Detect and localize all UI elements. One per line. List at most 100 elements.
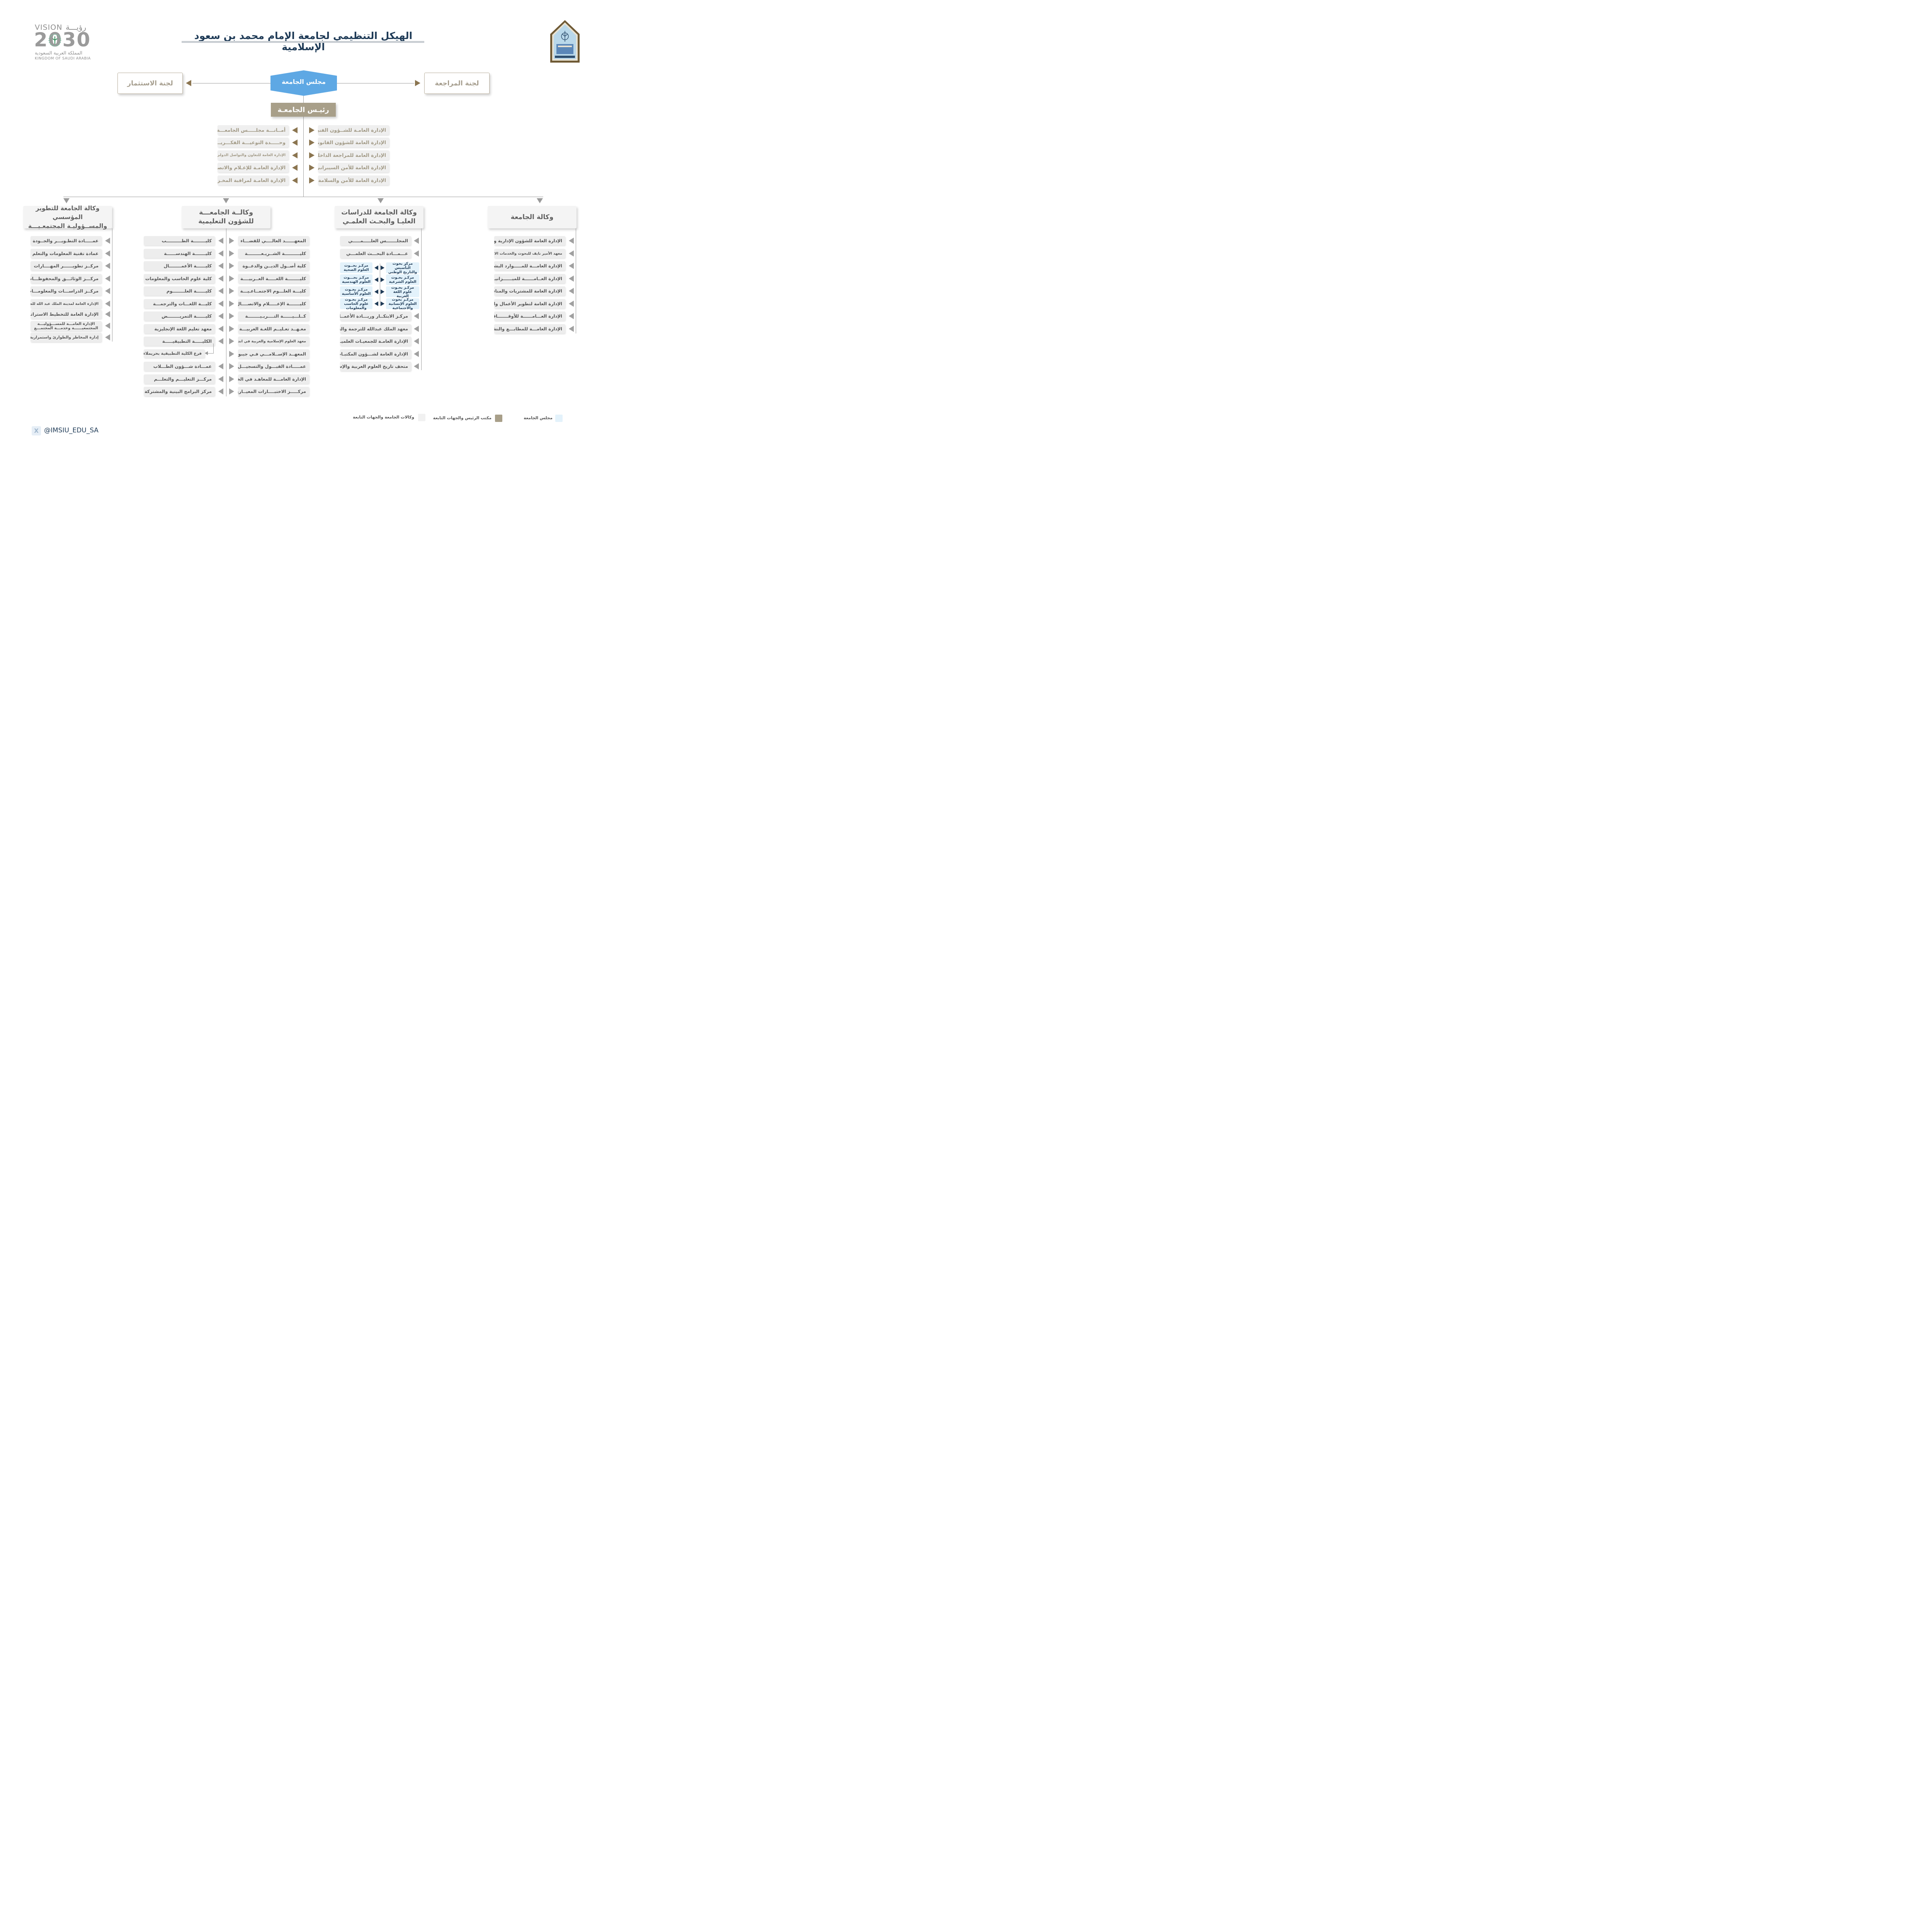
research-center-box: مركـز بحـوث العلوم الشرعية [386,274,419,285]
education-agency-unit: كليـــة اللغـــات والترجمـــة [144,299,215,308]
education-agency-unit: كليــــــة العلــــــــوم [144,286,215,296]
university-agency-unit: الإدارة العامة للمشتريات والمنافسات [494,286,565,296]
palm-emblem-icon [48,34,61,47]
arrow-left-icon [414,313,419,319]
university-logo-icon [550,20,580,63]
agency-education-title-line2: للشؤون التعليمية [198,218,254,225]
university-agency-unit: الإدارة العامة للشؤون الإدارية والمالية [494,236,565,245]
arrow-left-icon [105,238,110,244]
president-office-right-item: الإدارة العامـة للشــؤون الفنيـة [318,125,389,135]
arrow-left-icon [374,265,378,270]
arrow-left-icon [292,139,298,146]
branch-connector-line [213,344,214,353]
education-agency-unit: مركز البرامج البينية والمشتركة [144,387,215,396]
legend-label-agencies: وكالات الجامعة والجهات التابعة [353,415,414,420]
agency-development-title-line2: والمســؤوليـة المجتمعـيـــة [28,222,107,230]
arrow-right-icon [229,263,234,269]
university-agency-unit: الإدارة العــامــــــة للميــــــزانيـــ… [494,274,565,283]
president-office-right-item: الإدارة العامة للمراجعة الداخلية [318,150,389,160]
agency-university-header: وكالة الجامعة [488,206,577,228]
legend-label-council: مجلس الجامعة [524,416,553,420]
arrow-left-icon [569,288,574,294]
education-agency-unit: كليـــــــة الإعـــــلام والاتصــــال [238,299,309,308]
research-center-box: مركـز بحـوث علوم الحاسب والمعلومات [340,298,372,310]
arrow-down-icon [537,198,543,203]
agency-graduate-header: وكالة الجامعة للدراسات العليـا والبحـث ا… [335,206,423,228]
spine-line [303,96,304,197]
arrow-left-icon [105,334,110,340]
arrow-right-icon [229,376,234,382]
education-agency-unit: معـهــد تعـليــم اللغـة العربيـــة [238,324,309,333]
title-underline [182,41,424,43]
arrow-left-icon [218,301,223,307]
development-agency-unit: الإدارة العامة للتخطيط الاستراتيجــي [31,310,102,319]
arrow-right-icon [415,80,420,86]
education-agency-unit: كليــــــــة الطــــــــــب [144,236,215,245]
research-center-box: مركز بحوث التأسيس والتاريخ الوطني [386,262,419,274]
education-agency-unit: معهد العلوم الإسلامية والعربية في اندوني… [238,337,309,346]
president-office-left-item: وحـــــدة التوعيـــة الفكـــريـــة [218,138,289,147]
arrow-left-icon [205,351,208,355]
arrow-left-icon [105,301,110,307]
agency-education-title-line1: وكالــة الجامعـــة [199,209,253,216]
arrow-left-icon [414,351,419,357]
arrow-left-icon [218,288,223,294]
arrow-right-icon [229,250,234,257]
arrow-right-icon [229,313,234,319]
arrow-left-icon [569,250,574,257]
education-agency-unit: فرع الكلية التطبيقية بحريملاء [144,349,205,358]
legend-label-president: مكتب الرئيس والجهات التابعة [433,416,492,420]
education-agency-unit: كليــــــة الأعمــــــــال [144,261,215,270]
arrow-left-icon [374,289,378,294]
arrow-left-icon [569,301,574,307]
arrow-right-icon [229,388,234,395]
development-agency-unit: مركـــز الوثائـــق والمحفوظـــات [31,274,102,283]
legend-swatch-president [495,415,502,422]
arrow-right-icon [229,326,234,332]
page-title: الهيكل التنظيمي لجامعة الإمام محمد بن سع… [194,30,413,53]
education-agency-unit: كليــــــــــة الشــريـعـــــــــة [238,249,309,258]
university-agency-unit: الإدارة العامـــة للمـــــوارد البشـريــ… [494,261,565,270]
arrow-left-icon [218,388,223,395]
arrow-left-icon [292,127,298,133]
arrow-left-icon [218,250,223,257]
education-agency-unit: عمـــادة شـــؤون الطـــلاب [144,362,215,371]
education-agency-unit: كلية أصــول الديــن والدعــوة [238,261,309,270]
x-icon[interactable]: X [32,426,41,435]
president-office-left-item: أمــانـــة مجلـــــس الجامعـــة [218,125,289,135]
arrow-left-icon [218,313,223,319]
university-agency-unit: الإدارة العامة لتطوير الأعمال والاستثمار [494,299,565,308]
arrow-right-icon [229,301,234,307]
graduate-agency-unit: متحف تاريخ العلوم العربية والإسلامية [340,362,411,371]
vision-arabic-label: رؤيـــة [66,22,87,32]
president-office-left-item: الإدارة العامة للتعاون والتواصل الدولي [218,150,289,160]
education-agency-unit: معهد تعليم اللغة الإنجليزية [144,324,215,333]
development-agency-unit: مركــز تطويــــــر المهــــارات [31,261,102,270]
social-handle[interactable]: @IMSIU_EDU_SA [44,427,99,434]
agency-education-header: وكالــة الجامعـــة للشؤون التعليمية [182,206,270,228]
research-center-box: مركـز بحــوث العلوم الصحية [340,262,372,273]
arrow-left-icon [414,250,419,257]
graduate-agency-unit: الإدارة العامة لشـــؤون المكتبـات [340,349,411,359]
vision-english-label: VISION [35,23,63,32]
research-center-box: مركـز بحـوث العلوم الأساسية [340,286,372,297]
education-agency-unit: كليـــة العلـــوم الاجتمــاعـيـــة [238,286,309,296]
arrow-right-icon [309,127,315,133]
research-center-box: مركـز بحوث العلوم الإنسانية والاجتماعية [386,298,419,310]
vision-arabic-country: المملكة العربية السعودية [35,50,83,56]
arrow-right-icon [309,152,315,158]
graduate-agency-unit: الإدارة العامـة للجمعيـات العلميـة [340,337,411,346]
arrow-right-icon [309,139,315,146]
education-agency-unit: عمـــــادة القبـــول والتسجيـــل [238,362,309,371]
arrow-left-icon [105,311,110,317]
arrow-down-icon [223,198,229,203]
education-agency-unit: مركـــز التعليـــم والتعلـــم [144,374,215,384]
president-office-right-item: الإدارة العامة للأمن السيبراني [318,163,389,172]
graduate-agency-unit: عـــمـــادة البحـــث العلمـــي [340,249,411,258]
arrow-left-icon [105,250,110,257]
arrow-down-icon [378,198,384,203]
education-agency-unit: كليـــــــة الهندســــــة [144,249,215,258]
arrow-left-icon [218,238,223,244]
education-agency-unit: الإدارة العامـــة للمعاهـد في الخـارج [238,374,309,384]
education-agency-unit: كــلـــيــــــة التــــربـيــــــــة [238,311,309,321]
